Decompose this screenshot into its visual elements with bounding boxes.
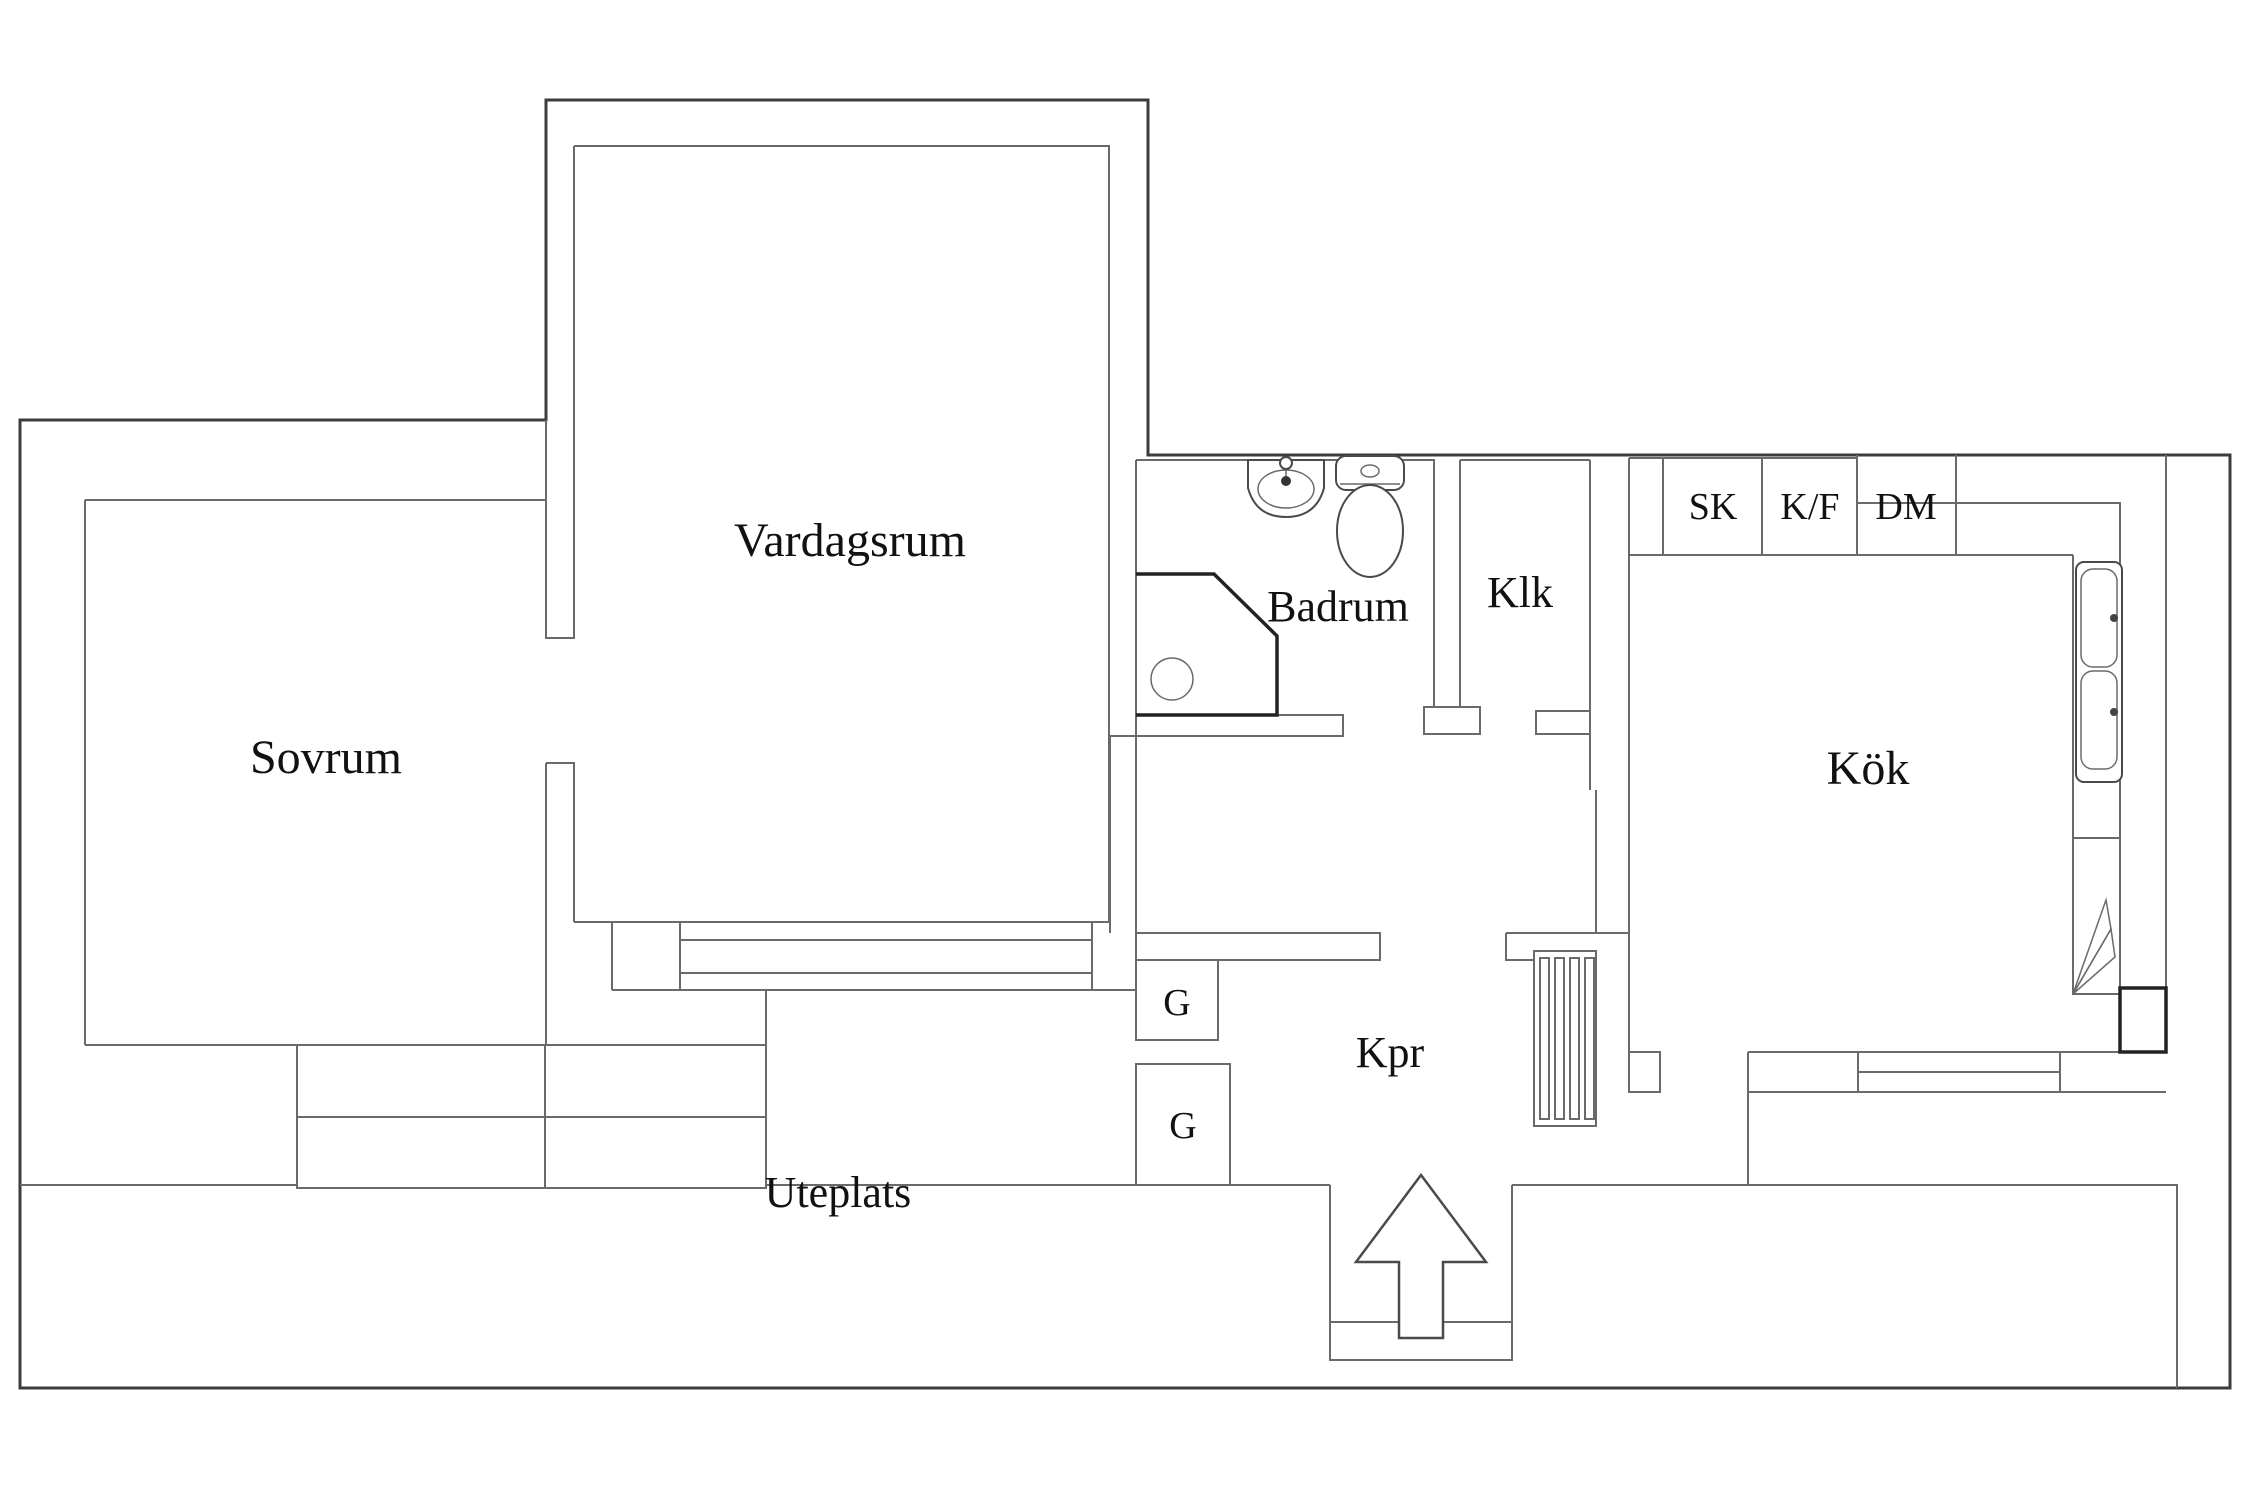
kitchen-unit-label-kf: K/F xyxy=(1780,486,1839,528)
vardagsrum-window xyxy=(679,922,1093,1045)
entrance-arrow-icon xyxy=(1353,1172,1489,1340)
kpr-walls xyxy=(1135,790,1629,1186)
kitchen-unit-label-dm: DM xyxy=(1875,486,1936,528)
kok-window xyxy=(1857,1051,2061,1093)
klk-walls xyxy=(1460,459,1591,790)
room-label-kpr: Kpr xyxy=(1356,1028,1425,1077)
chimney-block xyxy=(2118,986,2168,1054)
outer-wall-outline xyxy=(18,98,2232,1390)
corner-cabinet-icon xyxy=(2072,837,2121,995)
room-label-kok: Kök xyxy=(1827,742,1910,795)
uteplats-walls xyxy=(20,1092,2178,1388)
sovrum-walls xyxy=(84,146,613,1046)
kitchen-sink-icon xyxy=(2075,561,2123,783)
bathroom-sink-icon xyxy=(1247,456,1325,519)
shower-icon xyxy=(1136,572,1279,717)
wardrobe-label-g1: G xyxy=(1163,982,1190,1024)
radiator-icon xyxy=(1533,950,1597,1127)
room-label-badrum: Badrum xyxy=(1267,582,1409,631)
kitchen-unit-label-sk: SK xyxy=(1689,486,1738,528)
wardrobe-label-g2: G xyxy=(1169,1105,1196,1147)
room-label-klk: Klk xyxy=(1487,568,1553,617)
room-label-sovrum: Sovrum xyxy=(250,731,402,784)
room-label-uteplats: Uteplats xyxy=(765,1168,912,1217)
sovrum-window xyxy=(296,1044,767,1189)
kok-walls xyxy=(1628,455,2167,1093)
badrum-walls xyxy=(1109,459,1481,960)
vardagsrum-walls xyxy=(574,145,1136,991)
toilet-icon xyxy=(1335,455,1405,578)
room-label-vardagsrum: Vardagsrum xyxy=(734,514,966,567)
